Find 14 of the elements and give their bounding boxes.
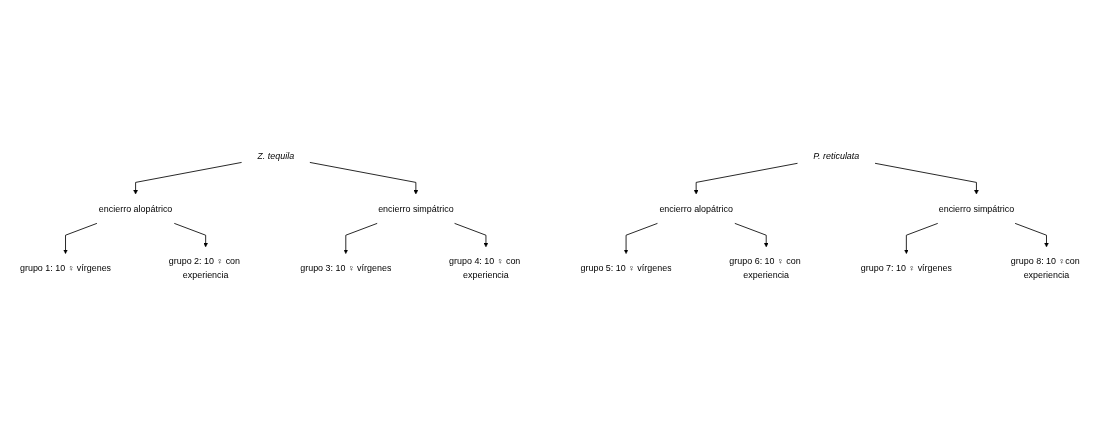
node-text: encierro alopátrico <box>98 203 173 214</box>
node-text: grupo 6: 10 ♀ con experiencia <box>729 256 801 280</box>
node-text: grupo 1: 10 ♀ vírgenes <box>19 263 112 274</box>
node-text: P. reticulata <box>813 150 860 161</box>
node-text: grupo 4: 10 ♀ con experiencia <box>449 256 521 280</box>
node-text: grupo 8: 10 ♀con experiencia <box>1010 256 1080 280</box>
node-text: encierro simpátrico <box>938 203 1015 214</box>
node-text: grupo 2: 10 ♀ con experiencia <box>168 256 241 280</box>
node-text: Z. tequila <box>257 150 295 161</box>
node-text: grupo 5: 10 ♀ vírgenes <box>580 263 672 274</box>
node-text: grupo 3: 10 ♀ vírgenes <box>300 263 392 274</box>
node-text: encierro alopátrico <box>659 203 733 214</box>
node-text: encierro simpátrico <box>378 203 454 214</box>
node-text: grupo 7: 10 ♀ vírgenes <box>860 263 952 274</box>
